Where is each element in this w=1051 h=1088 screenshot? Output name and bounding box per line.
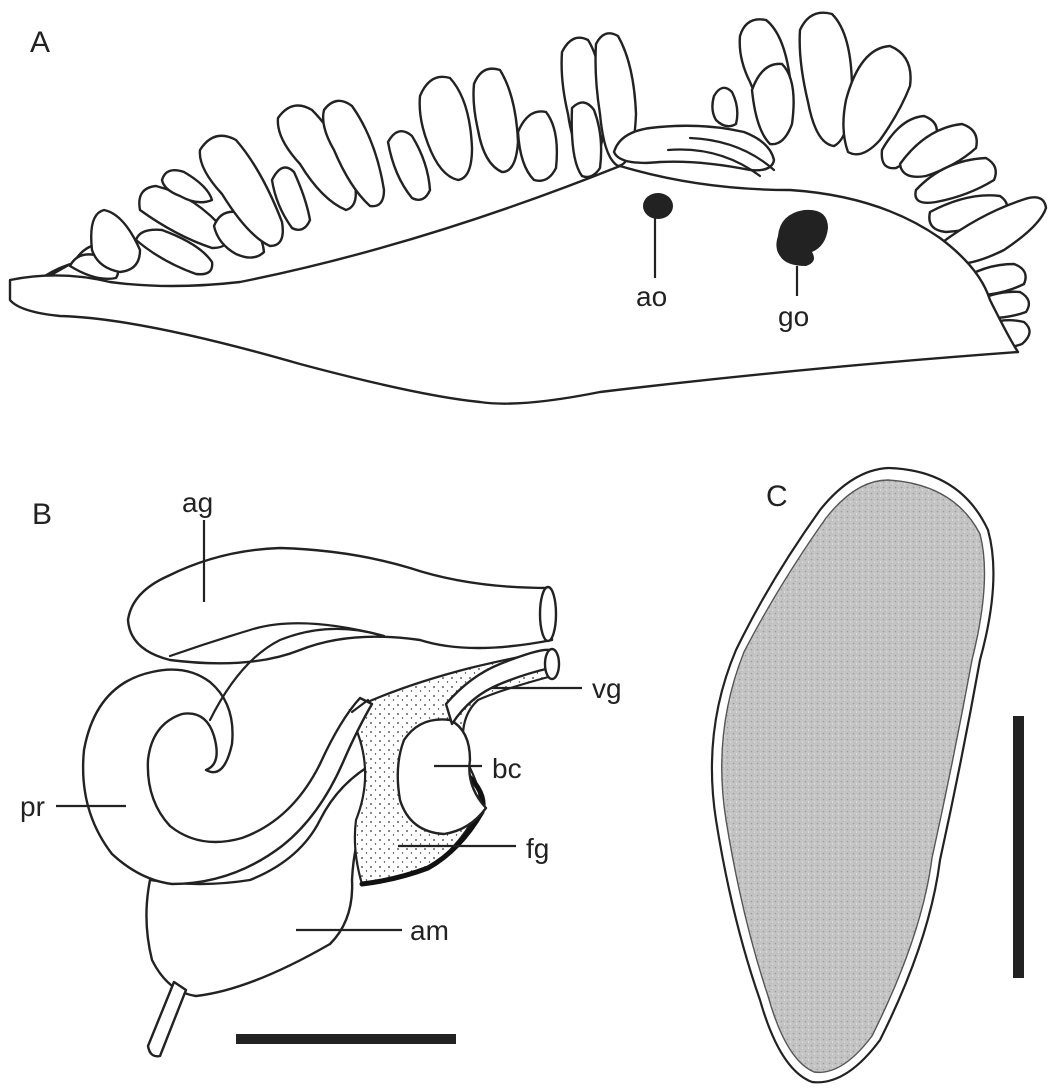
panel-c: C <box>712 468 1024 1082</box>
panel-c-letter: C <box>766 480 788 513</box>
ampulla-duct <box>148 982 186 1056</box>
scale-bar-c <box>1013 716 1024 978</box>
label-ag: ag <box>182 487 213 518</box>
label-vg: vg <box>592 673 622 704</box>
middle-cerata <box>420 33 636 180</box>
panel-a-letter: A <box>30 26 50 59</box>
scale-bar-b <box>236 1034 456 1044</box>
label-am: am <box>410 915 449 946</box>
panel-a: A <box>10 13 1046 404</box>
label-ao: ao <box>636 281 667 312</box>
head-tentacle <box>614 126 774 176</box>
albumen-gland <box>128 548 552 663</box>
label-fg: fg <box>526 833 549 864</box>
label-bc: bc <box>492 753 522 784</box>
panel-b: B ag vg bc pr fg <box>20 487 622 1056</box>
panel-b-letter: B <box>32 498 52 531</box>
label-pr: pr <box>20 791 45 822</box>
label-go: go <box>778 301 809 332</box>
